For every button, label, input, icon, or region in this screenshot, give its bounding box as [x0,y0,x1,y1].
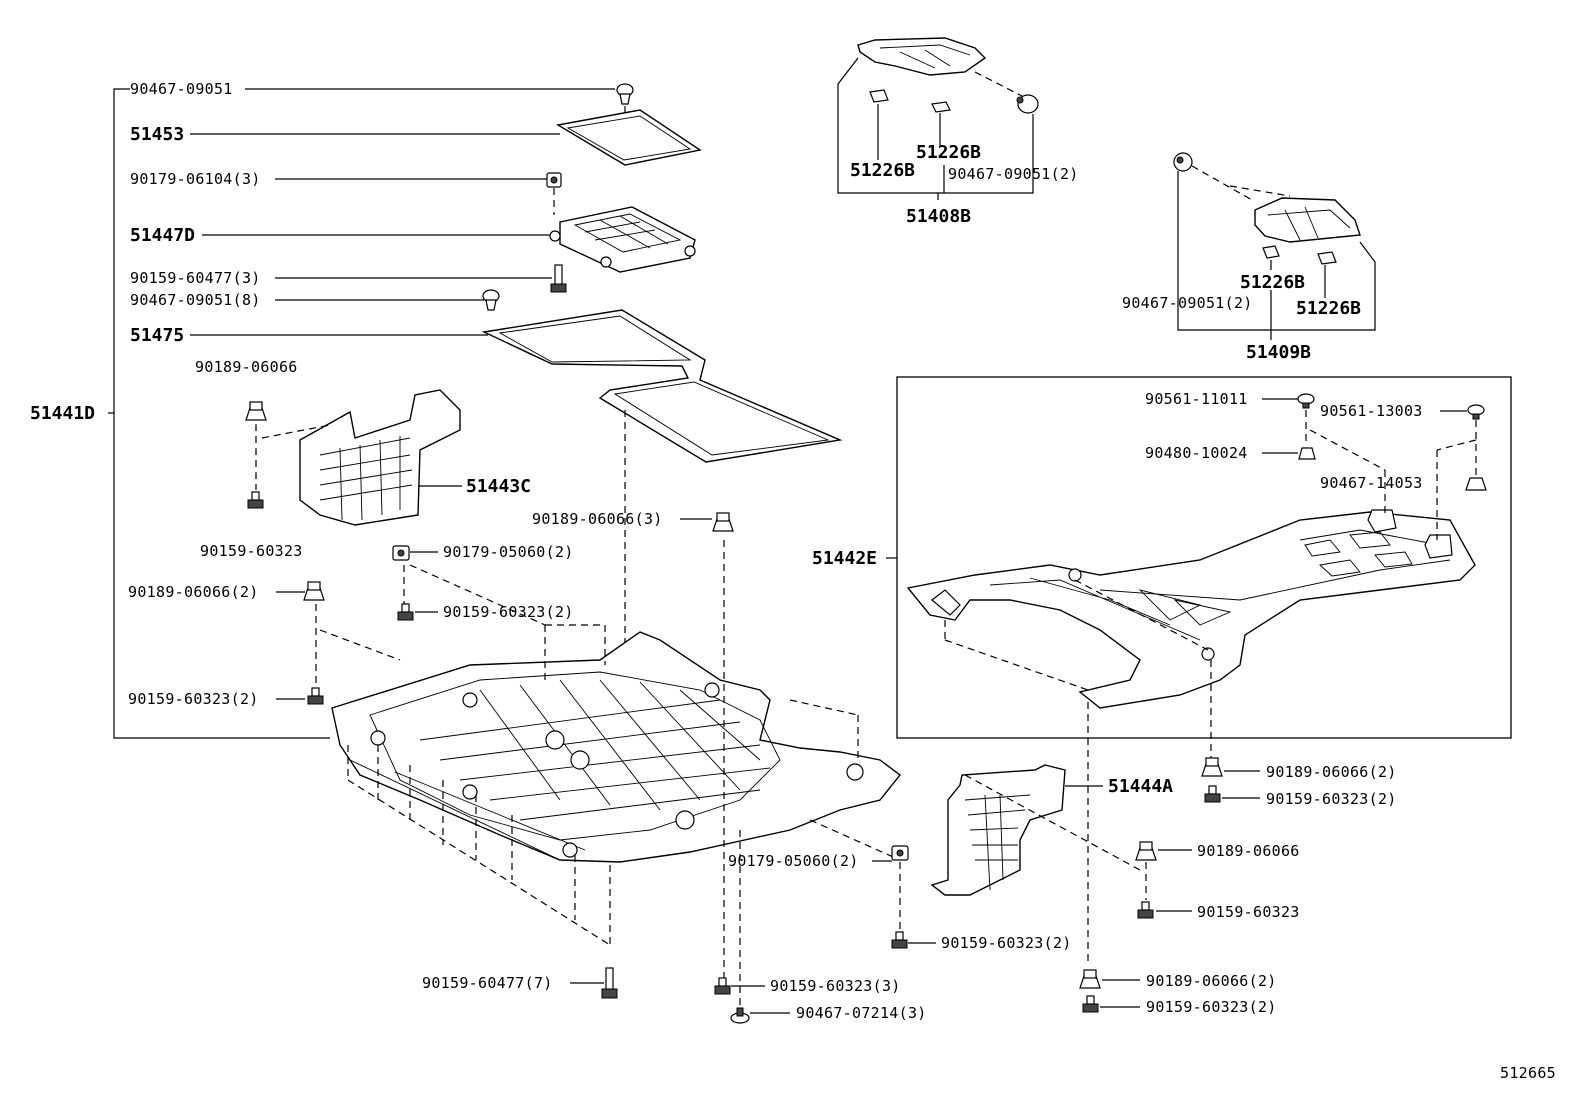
dash-line [964,774,1141,871]
part-label-p4[interactable]: 51447D [130,225,195,246]
callout-51226B-3[interactable]: 51226B [1240,272,1305,293]
callout-90159-60477[interactable]: 90159-60477(7) [422,974,553,992]
dash-line [1436,439,1477,451]
callout-90561-13003[interactable]: 90561-13003 [1320,402,1423,420]
main-cover-fastener-dashes [347,540,901,1005]
main-group-part-labels: 90467-09051 51453 90179-06104(3) 51447D … [130,80,261,346]
bolt-90159-60323-d[interactable] [714,977,731,995]
callout-51444A[interactable]: 51444A [1108,776,1173,797]
clip-51226B-b[interactable] [931,101,951,113]
callout-90159-60323-a[interactable]: 90159-60323 [200,542,303,560]
dash-line [944,639,1089,691]
side-panel-51444A[interactable]: 51444A [930,764,1173,896]
callout-51443C[interactable]: 51443C [466,476,531,497]
main-under-cover[interactable] [331,631,901,863]
part-label-p7[interactable]: 51475 [130,325,184,346]
bolt-90159-60323-c[interactable] [307,687,324,705]
bolt-90159-60323-e[interactable] [891,931,908,949]
bolt-90159-60477-7[interactable] [601,967,618,999]
clip-90467-09051[interactable] [616,83,634,105]
clip-90467-09051-b1[interactable] [1016,94,1039,114]
rear-under-cover-51442E[interactable] [906,509,1476,709]
callout-90159-60323-b[interactable]: 90159-60323(2) [443,603,574,621]
callout-90159-60323-h[interactable]: 90159-60323(2) [1266,790,1397,808]
clip-90467-09051-8[interactable] [482,289,500,311]
clip-90467-07214[interactable] [730,1007,750,1024]
cover-sheet-51475[interactable] [481,309,843,463]
plate-51453[interactable] [556,109,702,166]
callout-90159-60323-g[interactable]: 90159-60323(2) [1146,998,1277,1016]
callout-51226B-1[interactable]: 51226B [850,160,915,181]
clip-51226B-c[interactable] [1262,245,1280,259]
part-label-p5[interactable]: 90159-60477(3) [130,269,261,287]
main-assembly-label[interactable]: 51441D [30,403,95,424]
bolt-90159-60323-a[interactable] [247,491,264,509]
part-label-p2[interactable]: 51453 [130,124,184,145]
bolt-90159-60323-b[interactable] [397,603,414,621]
callout-90467-07214[interactable]: 90467-07214(3) [796,1004,927,1022]
bolt-90159-60323-f[interactable] [1137,901,1154,919]
clip-90189-06066-a[interactable] [245,401,267,421]
group-51442E-box: 51442E [812,376,1512,739]
callout-90179-05060-a[interactable]: 90179-05060(2) [443,543,574,561]
part-label-p3[interactable]: 90179-06104(3) [130,170,261,188]
clip-90189-06066-d[interactable] [1135,841,1157,861]
callout-90159-60323-f[interactable]: 90159-60323 [1197,903,1300,921]
bracket-assembly-51408B[interactable] [837,37,1039,200]
nut-90179-06104[interactable] [546,172,562,188]
callout-90467-14053[interactable]: 90467-14053 [1320,474,1423,492]
screw-90561-11011[interactable] [1297,393,1315,409]
part-label-p6[interactable]: 90467-09051(8) [130,291,261,309]
callout-90189-06066-a[interactable]: 90189-06066 [195,358,298,376]
part-label-p1[interactable]: 90467-09051 [130,80,233,98]
callout-90561-11011[interactable]: 90561-11011 [1145,390,1248,408]
left-bracket-assembly-label[interactable]: 51408B [906,206,971,227]
clip-51226B-a[interactable] [869,89,889,103]
main-group-bracket: 51441D [30,88,330,739]
clip-90189-06066-f[interactable] [1201,757,1223,777]
callout-90189-06066-f[interactable]: 90189-06066(2) [1266,763,1397,781]
dash-line [319,629,401,661]
bolt-90159-60477[interactable] [550,264,567,293]
callout-51226B-4[interactable]: 51226B [1296,298,1361,319]
main-group-leaders [190,88,615,336]
callout-90467-09051-2a[interactable]: 90467-09051(2) [948,165,1079,183]
bracket-assembly-51409B[interactable] [1173,152,1376,340]
callout-90189-06066-d[interactable]: 90189-06066 [1197,842,1300,860]
callout-90467-09051-2b[interactable]: 90467-09051(2) [1122,294,1253,312]
clip-51226B-d[interactable] [1317,251,1337,265]
diagram-id: 512665 [1500,1064,1556,1082]
callout-51226B-2[interactable]: 51226B [916,142,981,163]
right-bracket-assembly-label[interactable]: 51409B [1246,342,1311,363]
dash-line [1309,429,1386,471]
clip-90189-06066-c[interactable] [712,512,734,532]
bracket-51447D[interactable] [549,206,696,273]
callout-90159-60323-c[interactable]: 90159-60323(2) [128,690,259,708]
nut-90179-05060-b[interactable] [891,845,909,861]
clip-90467-14053[interactable] [1465,477,1487,491]
clip-90189-06066-e[interactable] [1079,969,1101,989]
callout-90159-60323-d[interactable]: 90159-60323(3) [770,977,901,995]
bolt-90159-60323-h[interactable] [1204,785,1221,803]
side-panel-51443C[interactable]: 51443C [299,389,531,526]
clip-90189-06066-b[interactable] [303,581,325,601]
callout-90159-60323-e[interactable]: 90159-60323(2) [941,934,1072,952]
callout-90179-05060-b[interactable]: 90179-05060(2) [728,852,859,870]
screw-90561-13003[interactable] [1467,404,1485,420]
callout-90189-06066-c[interactable]: 90189-06066(3) [532,510,663,528]
clip-90467-09051-b2[interactable] [1173,152,1193,172]
nut-90179-05060-a[interactable] [392,545,410,561]
callout-90480-10024[interactable]: 90480-10024 [1145,444,1248,462]
bolt-90159-60323-g[interactable] [1082,995,1099,1013]
nut-90480-10024[interactable] [1298,447,1316,460]
dash-line [409,564,546,626]
dash-line [1074,579,1209,651]
callout-90189-06066-b[interactable]: 90189-06066(2) [128,583,259,601]
rear-cover-assembly-label[interactable]: 51442E [812,548,877,569]
callout-90189-06066-e[interactable]: 90189-06066(2) [1146,972,1277,990]
